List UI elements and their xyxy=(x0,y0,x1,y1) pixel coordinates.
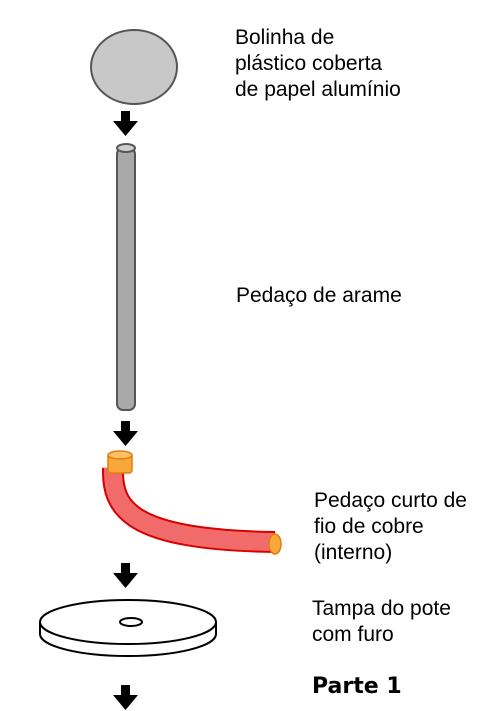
ball-label: Bolinha de plástico coberta de papel alu… xyxy=(235,26,401,101)
down-arrow-icon xyxy=(113,685,138,710)
wire-label: Pedaço de arame xyxy=(236,284,402,307)
down-arrow-icon xyxy=(113,421,138,446)
copper-label: Pedaço curto de fio de cobre (interno) xyxy=(314,489,467,564)
foil-ball xyxy=(90,29,178,105)
lid-hole xyxy=(119,617,143,627)
wire-piece xyxy=(116,143,136,411)
down-arrow-icon xyxy=(113,563,138,588)
copper-wire-tube xyxy=(101,450,282,555)
lid-label: Tampa do pote com furo xyxy=(312,597,451,646)
down-arrow-icon xyxy=(113,111,138,136)
jar-lid xyxy=(39,599,217,657)
part-label: Parte 1 xyxy=(312,674,402,699)
